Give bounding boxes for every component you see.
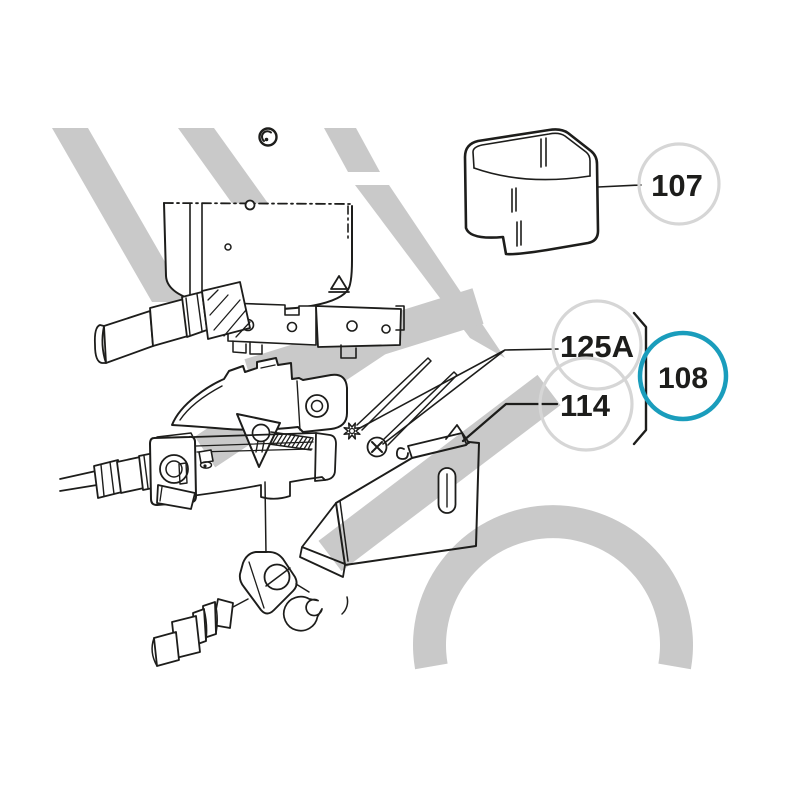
adjuster-knob [305,394,329,418]
torx-screw-icon [343,422,361,440]
callout-114: 114 [538,356,634,452]
burner-manifold-drawing [227,302,405,359]
callout-ring-107 [637,142,721,226]
cover-drawing [463,128,600,256]
watermark-bar [52,128,188,302]
bracket-hook [395,447,409,460]
leader-125a [357,348,559,445]
screws-drawing [343,357,458,458]
c-clip-icon [282,595,323,632]
kit-group-108: 108 [632,311,729,446]
burner-housing-drawing [163,127,354,311]
bracket-peak-tab [445,424,470,444]
callout-107: 107 [637,142,721,226]
burner-top-hole [244,199,256,211]
gas-pipe-drawing [59,451,164,499]
warning-triangle-icon [330,275,348,290]
callout-ring-108 [637,330,729,422]
test-nipple [198,449,214,464]
callout-ring-114 [538,356,634,452]
saddle-clamp [171,357,348,433]
callout-125a: 125A [551,299,643,391]
valve-assembly-drawing [149,357,348,555]
watermark-bar [324,128,380,172]
callout-label-114: 114 [560,388,611,423]
elbow-hatched [201,281,251,340]
grouping-bracket [632,311,648,446]
igniter-drawing [151,550,349,667]
callout-ring-125a [551,299,643,391]
leader-107 [597,184,642,188]
callout-label-108: 108 [658,362,708,395]
venturi-tube-drawing [93,281,251,364]
watermark-ring [413,505,694,670]
callout-label-107: 107 [651,168,703,203]
plug-drawing [151,598,234,667]
inlet-boss [159,454,189,484]
watermark-bar [178,128,280,220]
